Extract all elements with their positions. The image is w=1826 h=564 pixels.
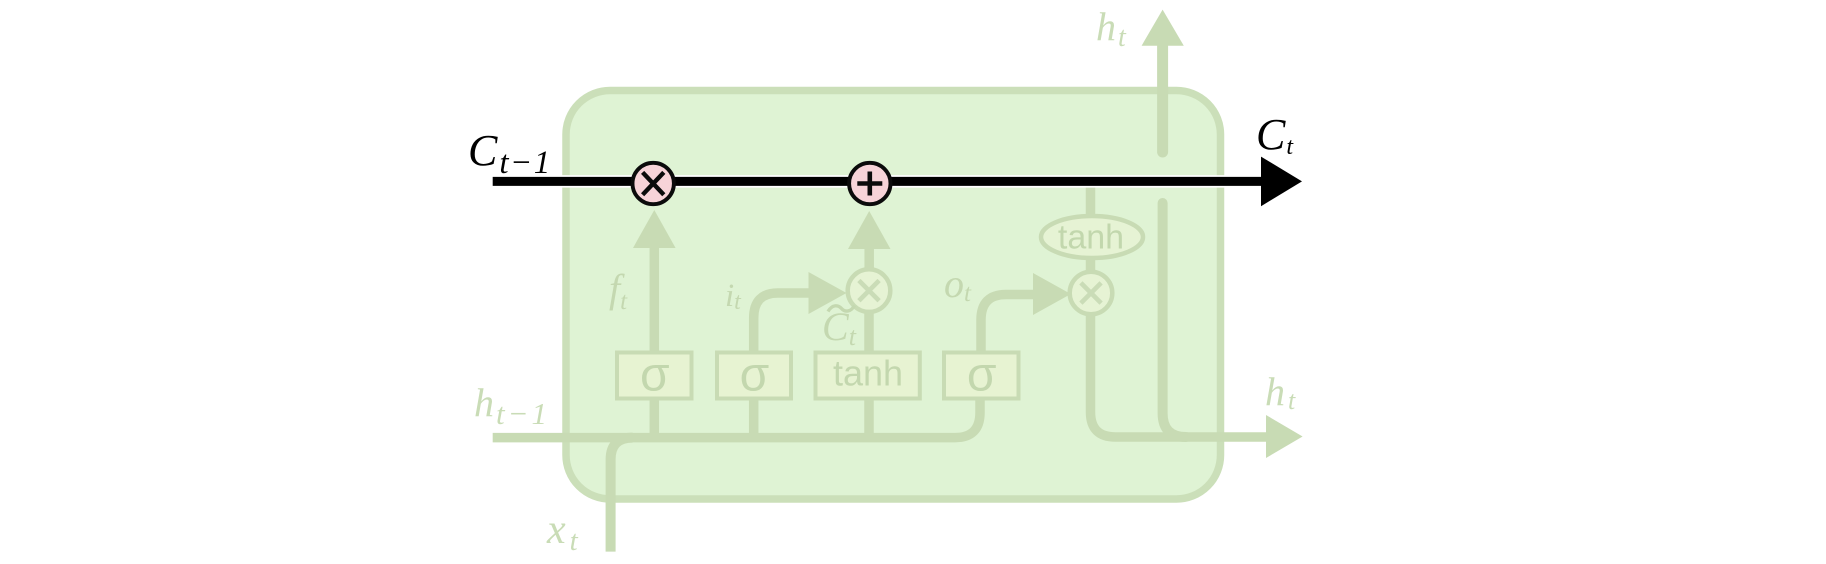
svg-text:σ: σ (640, 349, 670, 402)
svg-text:Ct: Ct (1256, 110, 1294, 160)
svg-text:σ: σ (967, 349, 997, 402)
svg-text:tanh: tanh (1058, 219, 1124, 257)
svg-text:tanh: tanh (833, 353, 903, 394)
svg-text:σ: σ (740, 349, 770, 402)
